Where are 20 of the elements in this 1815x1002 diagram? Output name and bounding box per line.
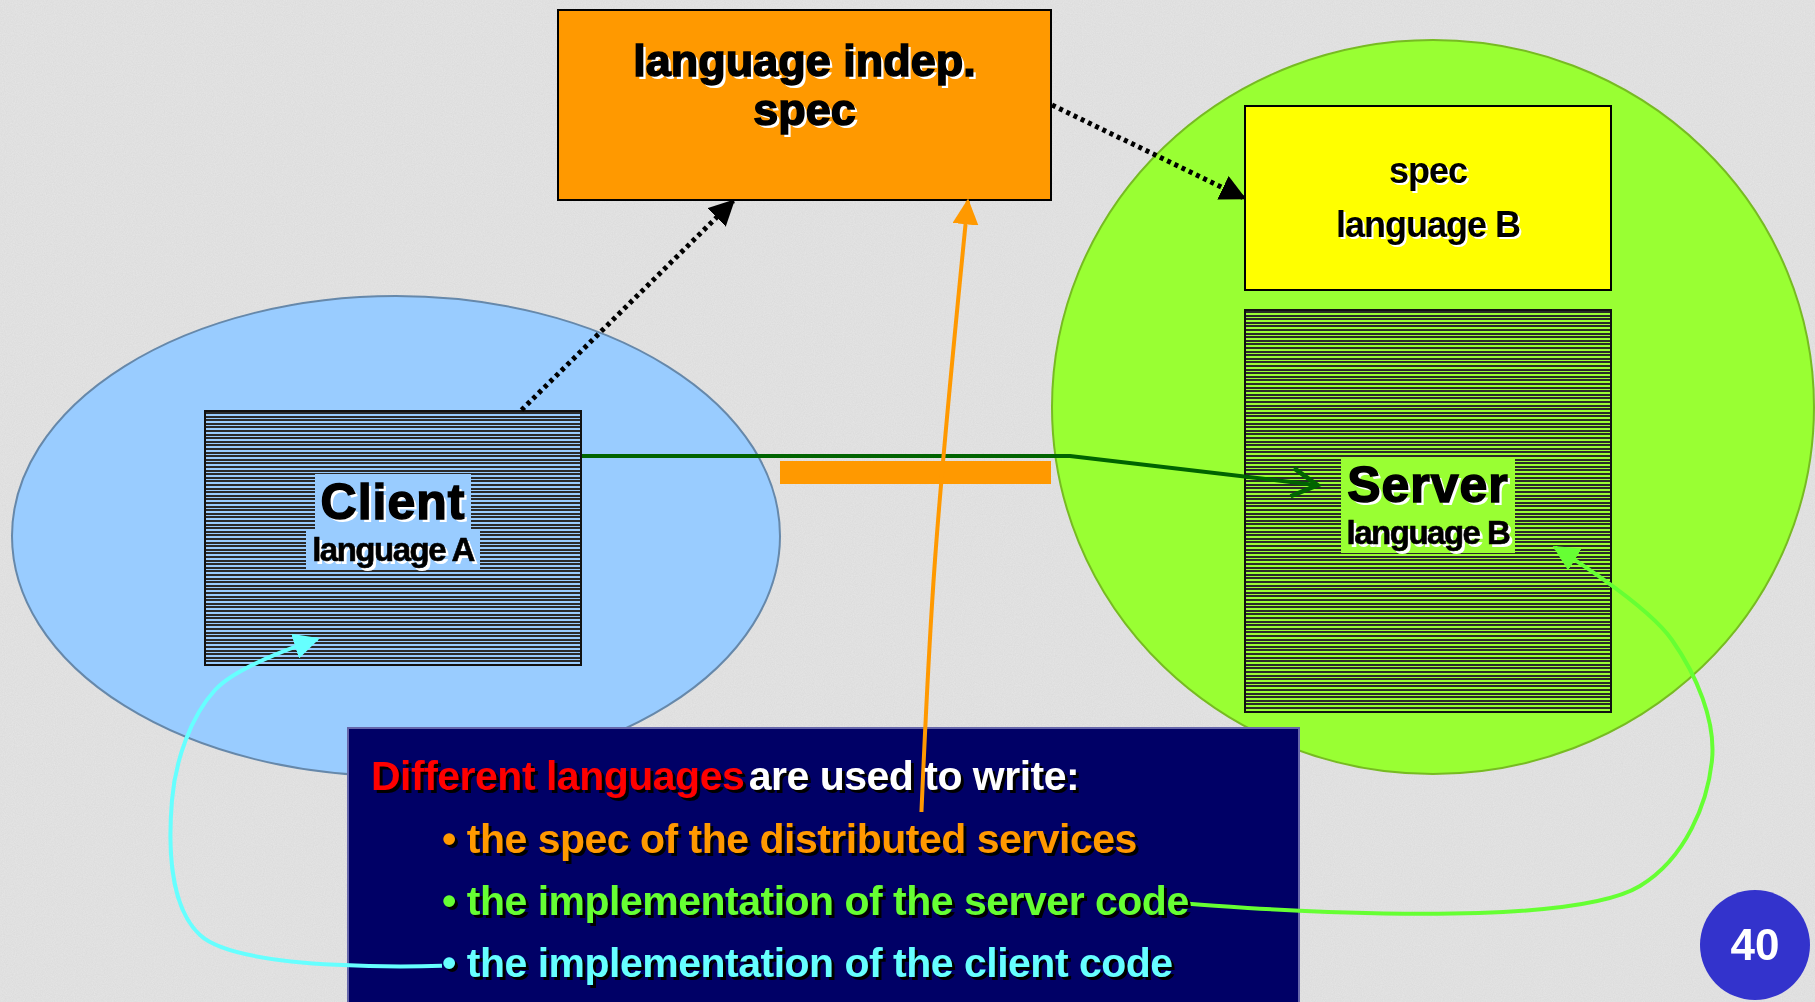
highlighted-text: Different languages bbox=[371, 753, 745, 799]
box-title: Client bbox=[314, 474, 472, 530]
box-label: spec language B bbox=[1335, 149, 1521, 247]
list-item: • the implementation of the server code bbox=[442, 877, 1189, 926]
arrow bbox=[168, 633, 443, 969]
list-item: • the implementation of the client code bbox=[442, 939, 1173, 988]
spec-box bbox=[1244, 105, 1612, 291]
text-panel bbox=[347, 727, 1300, 1002]
arrow bbox=[582, 454, 1320, 499]
box-title: Server bbox=[1341, 457, 1515, 513]
hatched-box bbox=[1244, 309, 1612, 713]
hatched-box bbox=[204, 410, 582, 666]
spec-box bbox=[557, 9, 1052, 201]
box-subtitle: language B bbox=[1340, 513, 1516, 553]
box-subtitle: language A bbox=[306, 530, 480, 570]
bar bbox=[780, 461, 1051, 484]
list-item: • the spec of the distributed services bbox=[442, 815, 1137, 864]
arrow bbox=[1188, 545, 1715, 916]
page-number: 40 bbox=[1729, 920, 1781, 970]
box-title: language indep. spec bbox=[632, 35, 977, 135]
